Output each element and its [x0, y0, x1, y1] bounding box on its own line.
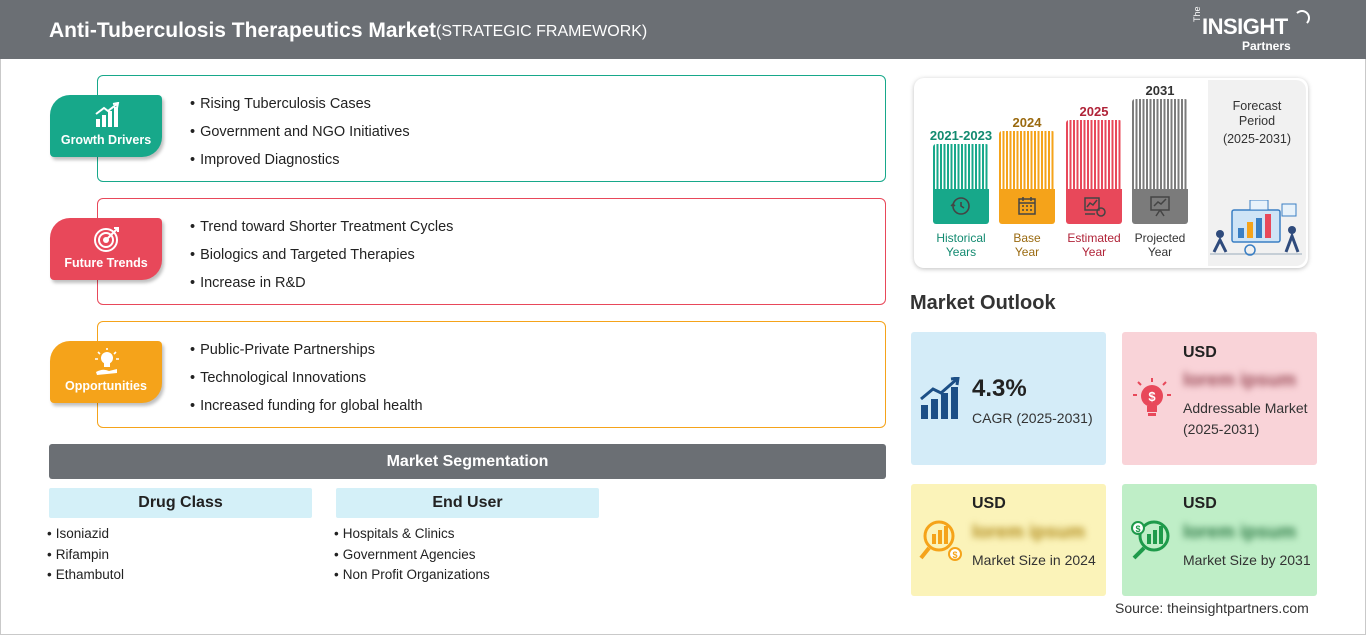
market-forecast-icon: $ — [1131, 520, 1170, 560]
svg-text:$: $ — [1135, 524, 1140, 534]
timeline-year: 2021-2023 — [929, 128, 993, 143]
list-item: Increased funding for global health — [190, 396, 423, 424]
list-item: Technological Innovations — [190, 368, 423, 396]
target-icon — [94, 227, 119, 252]
page-subtitle: (STRATEGIC FRAMEWORK) — [436, 23, 648, 40]
future-trends-list: Trend toward Shorter Treatment Cycles Bi… — [190, 217, 453, 301]
lightbulb-hand-icon — [95, 348, 119, 375]
logo-insight-text: INSIGHT — [1202, 14, 1288, 39]
blurred-value: lorem ipsum — [1183, 370, 1296, 391]
future-trends-box: Trend toward Shorter Treatment Cycles Bi… — [97, 198, 886, 305]
list-item: Government and NGO Initiatives — [190, 122, 410, 150]
growth-drivers-label: Growth Drivers — [60, 133, 152, 147]
list-item: Improved Diagnostics — [190, 150, 410, 178]
page-title: Anti-Tuberculosis Therapeutics Market — [49, 19, 437, 42]
timeline-year: 2025 — [1079, 104, 1109, 119]
market-segmentation-header: Market Segmentation — [49, 444, 886, 479]
timeline-year: 2024 — [1012, 115, 1042, 130]
list-item: Public-Private Partnerships — [190, 340, 423, 368]
timeline-label-line: Year — [1147, 245, 1173, 259]
addressable-market-desc: Addressable Market (2025-2031) — [1183, 400, 1308, 437]
growth-drivers-box: Rising Tuberculosis Cases Government and… — [97, 75, 886, 182]
end-user-list: Hospitals & Clinics Government Agencies … — [334, 525, 490, 587]
timeline-bar-hatch — [933, 144, 989, 189]
estimate-chart-icon — [1084, 197, 1106, 217]
opportunities-badge: Opportunities — [50, 341, 162, 403]
forecast-range: (2025-2031) — [1222, 132, 1292, 146]
market-size-2031-card: $ USD lorem ipsum Market Size by 2031 — [1122, 484, 1317, 596]
opportunities-label: Opportunities — [65, 379, 147, 393]
blurred-value: lorem ipsum — [972, 522, 1085, 543]
timeline-label-line: Years — [945, 245, 977, 259]
usd-label: USD — [1183, 344, 1217, 361]
svg-text:$: $ — [952, 550, 957, 560]
growth-drivers-badge: Growth Drivers — [50, 95, 162, 157]
list-item: Trend toward Shorter Treatment Cycles — [190, 217, 453, 245]
list-item: Increase in R&D — [190, 273, 453, 301]
growth-drivers-list: Rising Tuberculosis Cases Government and… — [190, 94, 410, 178]
list-item: Biologics and Targeted Therapies — [190, 245, 453, 273]
list-item: Hospitals & Clinics — [334, 525, 490, 546]
market-size-2024-card: $ USD lorem ipsum Market Size in 2024 — [911, 484, 1106, 596]
timeline-bar-solid — [1066, 189, 1122, 224]
calendar-icon — [1018, 197, 1036, 215]
list-item: Rising Tuberculosis Cases — [190, 94, 410, 122]
source-text: Source: theinsightpartners.com — [1115, 600, 1309, 616]
opportunities-list: Public-Private Partnerships Technologica… — [190, 340, 423, 424]
market-size-2024-desc: Market Size in 2024 — [972, 552, 1096, 568]
list-item: Ethambutol — [47, 566, 124, 587]
timeline-bar-hatch — [999, 131, 1055, 189]
timeline-bar-solid — [1132, 189, 1188, 224]
future-trends-label: Future Trends — [64, 256, 148, 270]
list-item: Government Agencies — [334, 546, 490, 567]
market-size-2031-desc: Market Size by 2031 — [1183, 552, 1311, 568]
logo-the-text: The — [1192, 6, 1202, 22]
addressable-market-card: $ USD lorem ipsum Addressable Market (20… — [1122, 332, 1317, 465]
future-trends-badge: Future Trends — [50, 218, 162, 280]
growth-chart-icon — [920, 377, 960, 419]
cagr-card: 4.3% CAGR (2025-2031) — [911, 332, 1106, 465]
svg-text:$: $ — [1148, 389, 1156, 404]
end-user-heading: End User — [336, 488, 599, 518]
projection-board-icon — [1150, 196, 1170, 217]
cagr-value: 4.3% — [972, 375, 1027, 402]
market-size-icon: $ — [919, 520, 962, 561]
usd-label: USD — [1183, 495, 1217, 512]
drug-class-heading: Drug Class — [49, 488, 312, 518]
list-item: Non Profit Organizations — [334, 566, 490, 587]
timeline-label-line: Historical — [936, 231, 986, 245]
history-icon — [950, 197, 970, 215]
logo-arc-icon — [1294, 10, 1310, 26]
analytics-people-icon — [1210, 200, 1302, 256]
insight-partners-logo[interactable]: The INSIGHT Partners — [1190, 6, 1315, 54]
usd-label: USD — [972, 495, 1006, 512]
timeline-label-line: Estimated — [1067, 231, 1121, 245]
list-item: Rifampin — [47, 546, 124, 567]
timeline-label-line: Base — [1013, 231, 1041, 245]
cagr-label: CAGR (2025-2031) — [972, 410, 1093, 426]
opportunities-box: Public-Private Partnerships Technologica… — [97, 321, 886, 428]
timeline-label-line: Year — [1081, 245, 1107, 259]
forecast-period-label: Period — [1238, 114, 1276, 128]
logo-partners-text: Partners — [1242, 39, 1291, 53]
bar-growth-icon — [95, 102, 120, 127]
timeline-year: 2031 — [1145, 83, 1175, 98]
header-bar: Anti-Tuberculosis Therapeutics Market (S… — [0, 0, 1366, 59]
timeline-bar-hatch — [1132, 99, 1188, 189]
drug-class-list: Isoniazid Rifampin Ethambutol — [47, 525, 124, 587]
blurred-value: lorem ipsum — [1183, 522, 1296, 543]
timeline-label-line: Year — [1014, 245, 1040, 259]
market-outlook-title: Market Outlook — [910, 292, 1056, 314]
timeline-label-line: Projected — [1134, 231, 1186, 245]
forecast-label: Forecast — [1232, 99, 1282, 113]
money-bulb-icon: $ — [1133, 378, 1171, 416]
timeline-bar-hatch — [1066, 120, 1122, 189]
list-item: Isoniazid — [47, 525, 124, 546]
